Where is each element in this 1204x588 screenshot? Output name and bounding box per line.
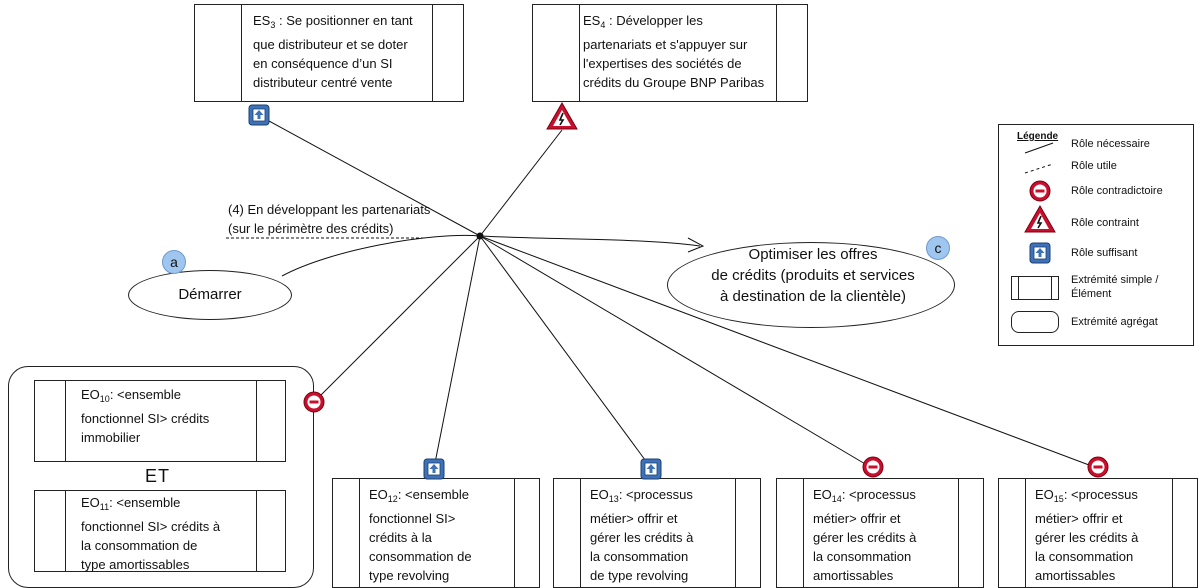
element-eo11-text: EO11: <ensemble fonctionnel SI> crédits … <box>81 495 221 572</box>
legend-item-label: Rôle contradictoire <box>1071 185 1163 197</box>
element-eo13: EO13: <processus métier> offrir et gérer… <box>553 478 761 588</box>
sufficient-icon <box>423 458 445 480</box>
and-connector: ET <box>145 466 171 486</box>
arrowhead <box>687 237 705 253</box>
warning-triangle-icon <box>546 101 578 130</box>
element-es4: ES4 : Développer les partenariats et s'a… <box>532 4 808 102</box>
contradiction-icon <box>1029 180 1051 202</box>
element-eo12: EO12: <ensemble fonctionnel SI> crédits … <box>332 478 540 588</box>
contradiction-icon <box>1087 456 1109 478</box>
legend-item-label: Rôle contraint <box>1071 217 1139 229</box>
sufficient-icon <box>1029 242 1051 264</box>
element-eo10-text: EO10: <ensemble fonctionnel SI> crédits … <box>81 387 210 445</box>
link-eo15 <box>479 235 1098 469</box>
contradiction-icon <box>303 391 325 413</box>
sufficient-icon <box>248 104 270 126</box>
target-badge: c <box>926 236 950 260</box>
contradiction-icon <box>862 456 884 478</box>
element-eo14: EO14: <processus métier> offrir et gérer… <box>776 478 984 588</box>
element-eo15-text: EO15: <processus métier> offrir et gérer… <box>1035 487 1139 583</box>
link-eo10-11 <box>313 235 481 403</box>
legend-item-label: Extrémité simple / Élément <box>1071 274 1159 300</box>
element-es4-text: ES4 : Développer les partenariats et s'a… <box>583 13 765 90</box>
warning-triangle-icon <box>1024 204 1056 233</box>
element-eo15: EO15: <processus métier> offrir et gérer… <box>998 478 1198 588</box>
legend-item-label: Rôle utile <box>1071 160 1117 172</box>
target-text: Optimiser les offres de crédits (produit… <box>711 246 915 305</box>
element-es3-text: ES3 : Se positionner en tant que distrib… <box>253 13 413 90</box>
element-es3: ES3 : Se positionner en tant que distrib… <box>194 4 464 102</box>
junction-dot <box>476 232 484 240</box>
start-badge: a <box>162 250 186 274</box>
start-ellipse <box>128 270 292 320</box>
element-eo12-text: EO12: <ensemble fonctionnel SI> crédits … <box>369 487 472 583</box>
element-eo14-text: EO14: <processus métier> offrir et gérer… <box>813 487 917 583</box>
sufficient-icon <box>640 458 662 480</box>
goal-label: (4) En développant les partenariats (sur… <box>228 202 431 236</box>
link-eo14 <box>479 235 873 469</box>
element-eo13-text: EO13: <processus métier> offrir et gérer… <box>590 487 694 583</box>
legend-item-label: Rôle suffisant <box>1071 247 1138 259</box>
element-eo10: EO10: <ensemble fonctionnel SI> crédits … <box>34 380 286 462</box>
legend-title: Légende <box>1017 131 1059 142</box>
link-es4 <box>479 129 563 237</box>
legend-item-label: Rôle nécessaire <box>1071 138 1150 150</box>
aggregate-endpoint-icon <box>1011 311 1059 333</box>
dashed-line-icon <box>1024 163 1054 174</box>
link-eo12 <box>433 235 481 469</box>
legend: Légende Rôle nécessaire Rôle utile Rôle … <box>998 124 1194 346</box>
legend-item-label: Extrémité agrégat <box>1071 316 1158 328</box>
simple-endpoint-icon <box>1011 276 1059 300</box>
element-eo11: EO11: <ensemble fonctionnel SI> crédits … <box>34 490 286 572</box>
link-es3 <box>257 114 481 237</box>
start-text: Démarrer <box>178 286 242 303</box>
solid-line-icon <box>1024 142 1054 154</box>
link-start-target <box>281 234 701 277</box>
target-ellipse <box>667 242 955 328</box>
link-eo13 <box>479 235 652 469</box>
